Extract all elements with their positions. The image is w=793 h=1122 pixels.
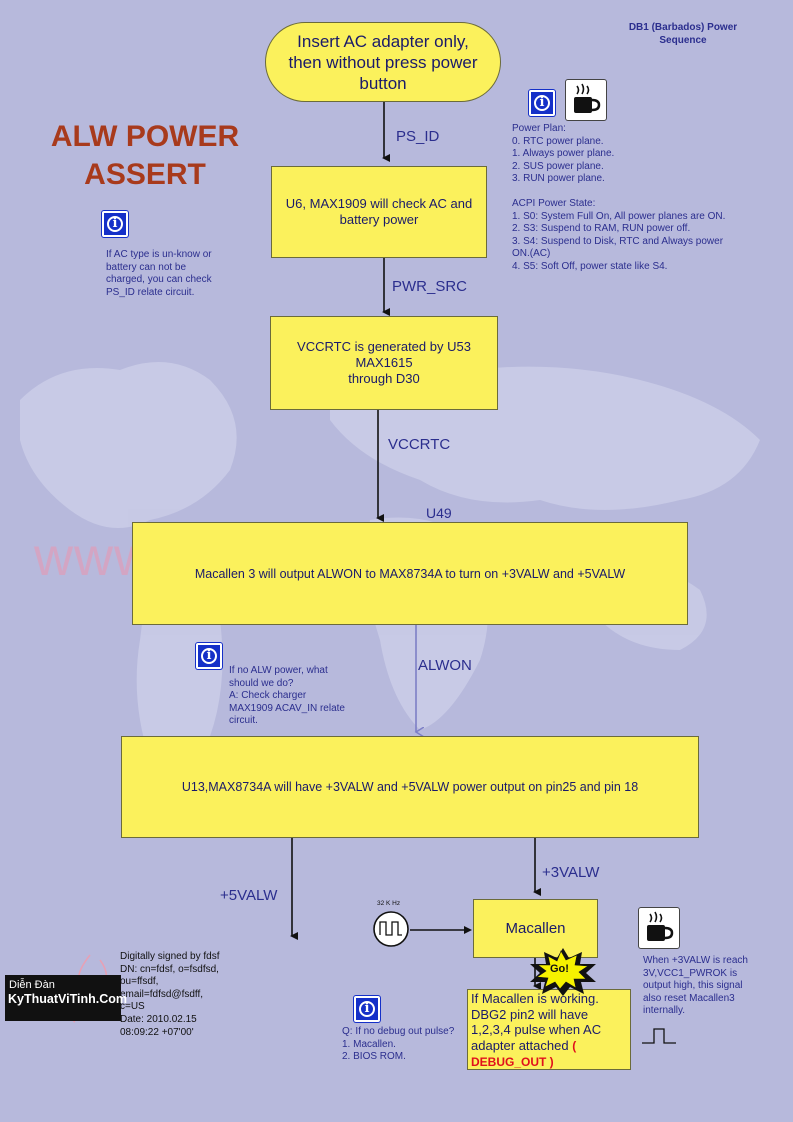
forum-line2: KyThuatViTinh.Com [8, 992, 127, 1006]
debug-text: If Macallen is working. DBG2 pin2 will h… [471, 991, 602, 1053]
vccrtc-box: VCCRTC is generated by U53 MAX1615 throu… [270, 316, 498, 410]
macallen3-box: Macallen 3 will output ALWON to MAX8734A… [132, 522, 688, 625]
coffee-icon [565, 79, 607, 121]
debug-box: If Macallen is working. DBG2 pin2 will h… [467, 989, 631, 1070]
signal-alwon: ALWON [418, 657, 472, 674]
vccrtc-line1: VCCRTC is generated by U53 [297, 339, 471, 354]
debug-out-label: ( DEBUG_OUT ) [471, 1038, 577, 1070]
u13-box: U13,MAX8734A will have +3VALW and +5VALW… [121, 736, 699, 838]
signal-5valw: +5VALW [220, 887, 278, 904]
info-icon-no-alw: i [196, 643, 222, 669]
note-no-alw: If no ALW power, what should we do? A: C… [229, 665, 345, 726]
signal-ps-id: PS_ID [396, 128, 440, 145]
signal-u49: U49 [426, 505, 452, 521]
header-title-line1: DB1 (Barbados) Power [628, 22, 738, 33]
start-oval: Insert AC adapter only, then without pre… [265, 22, 501, 102]
note-ac-type: If AC type is un-know or battery can not… [106, 249, 212, 298]
go-label: Go! [550, 963, 569, 975]
start-line2: then without press power [288, 52, 478, 72]
macallen-box: Macallen [473, 899, 598, 958]
document-header: DB1 (Barbados) Power Sequence [598, 21, 768, 47]
note-vcc1-pwrok: When +3VALW is reach 3V,VCC1_PWROK is ou… [643, 955, 748, 1016]
u6-check-box: U6, MAX1909 will check AC and battery po… [271, 166, 487, 258]
go-starburst-icon: Go! [528, 948, 598, 996]
signal-pwr-src: PWR_SRC [392, 278, 468, 295]
start-line1: Insert AC adapter only, [297, 31, 469, 51]
forum-line1: Diễn Đàn [9, 979, 55, 991]
coffee-icon-2 [638, 907, 680, 949]
info-icon-power-plan: i [529, 90, 555, 116]
vccrtc-line2: MAX1615 [355, 355, 413, 370]
info-icon-ac-type: i [102, 211, 128, 237]
note-debug-pulse: Q: If no debug out pulse? 1. Macallen. 2… [342, 1026, 455, 1062]
page-title-line1: ALW POWER [50, 120, 240, 153]
note-power-plan: Power Plan: 0. RTC power plane. 1. Alway… [512, 123, 726, 272]
info-icon-debug: i [354, 996, 380, 1022]
page-title-line2: ASSERT [84, 158, 206, 191]
vccrtc-line3: through D30 [348, 371, 420, 386]
start-line3: button [359, 73, 407, 93]
pulse-icon [640, 1025, 680, 1047]
forum-badge: Diễn Đàn KyThuatViTinh.Com [5, 975, 127, 1021]
signal-3valw: +3VALW [542, 864, 600, 881]
page-title: ALW POWER ASSERT [30, 118, 260, 194]
signal-vccrtc: VCCRTC [388, 436, 451, 453]
header-title-line2: Sequence [659, 35, 707, 46]
clock-label: 32 K Hz [377, 900, 401, 907]
digital-signature-text: Digitally signed by fdsf DN: cn=fdsf, o=… [120, 951, 220, 1038]
u6-line1: U6, MAX1909 will check AC and [285, 196, 473, 211]
u6-line2: battery power [339, 212, 419, 227]
clock-icon [372, 910, 410, 948]
